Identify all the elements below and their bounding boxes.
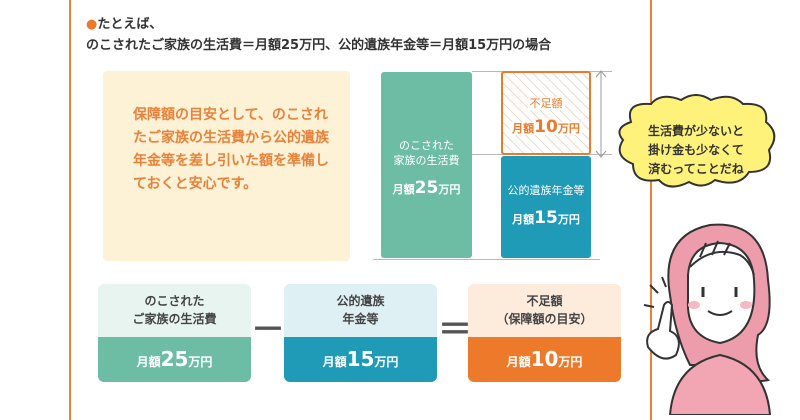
left-divider-line — [69, 0, 71, 420]
formula-pension-amount: 月額15万円 — [284, 337, 437, 382]
pension-bar-amount: 月額15万円 — [512, 208, 580, 228]
bullet-dot: ● — [86, 17, 98, 32]
formula-pension-box: 公的遺族 年金等 月額15万円 — [284, 284, 437, 382]
living-cost-bar: のこされた 家族の生活費 月額25万円 — [381, 72, 472, 258]
pension-bar-label: 公的遺族年金等 — [507, 184, 585, 197]
formula-pension-label: 公的遺族 年金等 — [336, 294, 385, 326]
woman-character-illustration — [643, 223, 772, 415]
formula-shortfall-label: 不足額 （保障額の目安） — [496, 294, 593, 326]
shortfall-bar-amount: 月額10万円 — [510, 117, 582, 137]
formula-living-cost-box: のこされた ご家族の生活費 月額25万円 — [98, 284, 251, 382]
shortfall-bar: 不足額 月額10万円 — [501, 71, 591, 155]
guideline-note-text: 保障額の目安として、のこされたご家族の生活費から公的遺族年金等を差し引いた額を準… — [133, 107, 329, 192]
pension-bar: 公的遺族年金等 月額15万円 — [501, 156, 591, 258]
formula-shortfall-amount: 月額10万円 — [468, 337, 621, 382]
intro-line1: たとえば、 — [97, 17, 163, 32]
shortfall-bar-label: 不足額 — [527, 97, 565, 110]
intro-line2: のこされたご家族の生活費＝月額25万円、公的遺族年金等＝月額15万円の場合 — [86, 38, 552, 53]
formula-living-cost-label: のこされた ご家族の生活費 — [132, 294, 217, 326]
bottom-guide-line — [373, 259, 600, 260]
guideline-note-box: 保障額の目安として、のこされたご家族の生活費から公的遺族年金等を差し引いた額を準… — [103, 71, 350, 261]
equals-sign: ＝ — [438, 310, 472, 350]
formula-living-cost-amount: 月額25万円 — [98, 337, 251, 382]
minus-sign: － — [251, 310, 285, 350]
living-cost-bar-amount: 月額25万円 — [392, 178, 461, 198]
formula-shortfall-box: 不足額 （保障額の目安） 月額10万円 — [468, 284, 621, 382]
intro-text: ●たとえば、 のこされたご家族の生活費＝月額25万円、公的遺族年金等＝月額15万… — [86, 14, 551, 56]
speech-bubble: 生活費が少ないと 掛け金も少なくて 済むってことだね — [611, 92, 781, 192]
right-divider-line — [650, 0, 652, 420]
shortfall-range-arrow — [595, 70, 607, 158]
living-cost-bar-label: のこされた 家族の生活費 — [393, 139, 460, 167]
speech-bubble-text: 生活費が少ないと 掛け金も少なくて 済むってことだね — [647, 124, 744, 176]
